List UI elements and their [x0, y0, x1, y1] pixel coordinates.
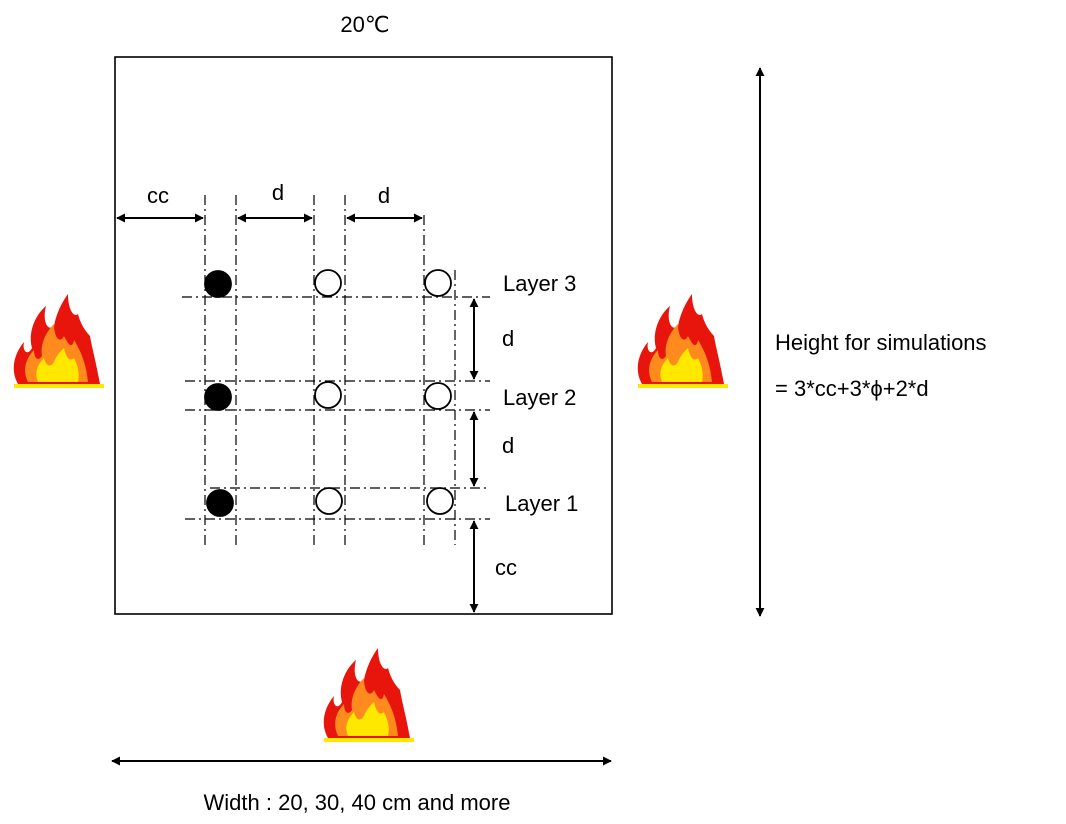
layer-gap-label: d: [502, 433, 514, 458]
layer-3-bars: [204, 269, 452, 298]
rebar-filled: [206, 489, 234, 517]
layer-2-bars: [204, 381, 452, 411]
rebar-hollow: [314, 269, 342, 297]
rebar-filled: [204, 383, 232, 411]
layer-3-label: Layer 3: [503, 271, 576, 296]
horizontal-axes: [182, 296, 490, 520]
spacing-label-2: d: [378, 183, 390, 208]
vertical-axes: [204, 195, 456, 545]
cover-label-top: cc: [147, 183, 169, 208]
rebar-hollow: [424, 269, 452, 297]
layer-2-label: Layer 2: [503, 385, 576, 410]
height-title: Height for simulations: [775, 330, 987, 355]
layer-1-label: Layer 1: [505, 491, 578, 516]
bottom-cover-label: cc: [495, 555, 517, 580]
rebar-hollow: [314, 381, 342, 409]
fire-left-icon: [13, 294, 105, 388]
layer-gap-label: d: [502, 326, 514, 351]
rebar-hollow: [426, 487, 454, 515]
concrete-section: [114, 56, 613, 615]
width-label: Width : 20, 30, 40 cm and more: [204, 790, 511, 815]
rebar-hollow: [424, 382, 452, 410]
layer-1-bars: [206, 487, 454, 517]
temperature-label: 20℃: [340, 12, 389, 37]
fire-right-icon: [637, 294, 728, 388]
rebar-filled: [204, 270, 232, 298]
spacing-label-1: d: [272, 180, 284, 205]
fire-bottom-icon: [323, 648, 414, 742]
height-formula: = 3*cc+3*ϕ+2*d: [775, 376, 929, 401]
rebar-hollow: [315, 487, 343, 515]
